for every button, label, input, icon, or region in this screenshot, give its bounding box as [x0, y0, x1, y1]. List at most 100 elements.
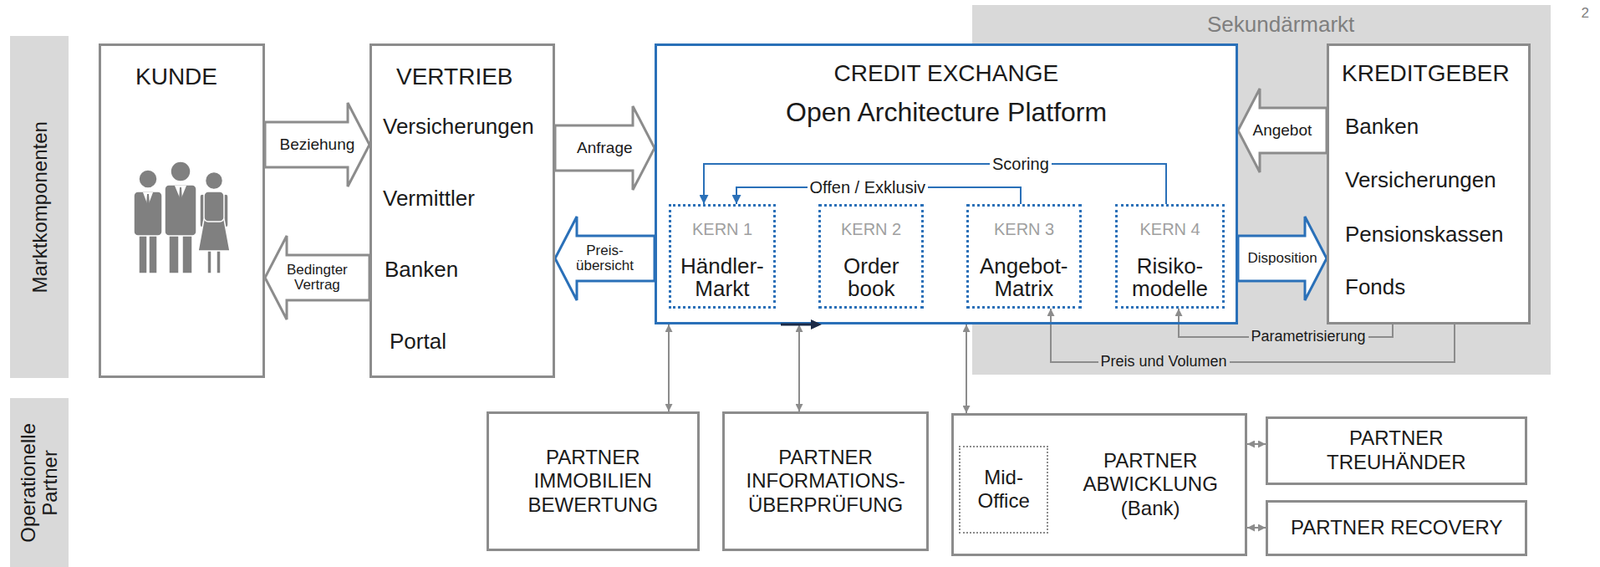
- text-slot: Risiko- modelle: [1131, 254, 1208, 301]
- block-arrow: [264, 235, 370, 320]
- edge-label: Bedingter Vertrag: [284, 262, 351, 294]
- leg: [207, 249, 212, 274]
- market-band-text: Sekundärmarkt: [1207, 12, 1355, 38]
- text-slot: Open Architecture Platform: [785, 96, 1107, 128]
- core-module-text: KERN 4: [1140, 219, 1201, 240]
- text-slot: Händler- Markt: [680, 254, 765, 301]
- sales-box-text: Banken: [384, 257, 459, 283]
- partner-box: PARTNER RECOVERY: [1265, 499, 1528, 556]
- lender-box-fill: [1326, 43, 1531, 325]
- partner-box-text: PARTNER ABWICKLUNG (Bank): [1083, 448, 1218, 521]
- sales-box: VERTRIEBVersicherungenVermittlerBankenPo…: [369, 43, 556, 378]
- text-slot: Angebot- Matrix: [979, 254, 1069, 301]
- text-slot: PARTNER RECOVERY: [1290, 515, 1503, 541]
- block-arrow: [264, 102, 370, 187]
- text-slot: KERN 4: [1140, 219, 1201, 240]
- text-slot: Mid- Office: [978, 465, 1030, 515]
- leg: [182, 233, 193, 274]
- partner-box-text: PARTNER RECOVERY: [1290, 515, 1503, 541]
- label-slot: Beziehung: [277, 136, 358, 154]
- label-slot: Bedingter Vertrag: [284, 262, 351, 294]
- sales-box-text: VERTRIEB: [396, 63, 514, 91]
- lender-box: KREDITGEBERBankenVersicherungenPensionsk…: [1326, 43, 1531, 325]
- core-module-text: KERN 1: [692, 219, 753, 240]
- lender-box-text: Versicherungen: [1345, 168, 1497, 194]
- person-center: [164, 161, 197, 274]
- label-slot: Preis- übersicht: [573, 243, 637, 275]
- text-slot: Fonds: [1345, 275, 1406, 301]
- side-band-text: Marktkomponenten: [27, 121, 51, 293]
- side-band: Marktkomponenten: [10, 35, 69, 378]
- leg: [168, 233, 179, 274]
- partner-box: PARTNER IMMOBILIEN BEWERTUNG: [486, 411, 700, 551]
- side-band-text: Operationelle Partner: [16, 422, 62, 543]
- lender-box-text: KREDITGEBER: [1341, 60, 1510, 87]
- core-module: KERN 1 Händler- Markt: [668, 203, 776, 309]
- label-slot: Disposition: [1245, 250, 1320, 267]
- text-slot: CREDIT EXCHANGE: [834, 60, 1060, 87]
- block-arrow: [1238, 88, 1327, 173]
- text-slot: Versicherungen: [382, 114, 535, 140]
- core-module: KERN 2 Order book: [818, 203, 924, 309]
- leg: [148, 233, 158, 274]
- leg: [138, 233, 148, 274]
- torso: [133, 191, 163, 236]
- platform-box-text: CREDIT EXCHANGE: [834, 60, 1060, 87]
- partner-box: PARTNER TREUHÄNDER: [1265, 416, 1528, 485]
- connector: [965, 324, 968, 413]
- core-module-text: Angebot- Matrix: [979, 254, 1069, 301]
- connector: [667, 324, 670, 412]
- customer-box: KUNDE: [98, 43, 265, 378]
- partner-box: PARTNER ABWICKLUNG (Bank) Mid- Office: [951, 412, 1248, 556]
- text-slot: PARTNER INFORMATIONS- ÜBERPRÜFUNG: [746, 445, 906, 518]
- side-band-fill: [10, 35, 69, 378]
- core-module: KERN 3 Angebot- Matrix: [966, 203, 1082, 309]
- mid-office-box-text: Mid- Office: [978, 465, 1030, 515]
- connector: [798, 324, 800, 412]
- connector: [1247, 443, 1266, 445]
- core-module-text: Order book: [843, 254, 899, 301]
- text-slot: Vermittler: [382, 186, 475, 212]
- partner-box: PARTNER INFORMATIONS- ÜBERPRÜFUNG: [722, 411, 929, 551]
- text-slot: Versicherungen: [1345, 168, 1497, 194]
- block-arrow: [1238, 216, 1327, 301]
- text-slot: Operationelle Partner: [0, 460, 99, 505]
- label-slot: Angebot: [1250, 122, 1315, 140]
- partner-box-text: PARTNER INFORMATIONS- ÜBERPRÜFUNG: [746, 445, 906, 518]
- connector: [1247, 526, 1266, 529]
- flow-marker: [780, 323, 813, 327]
- edge-label: Preis und Volumen: [1098, 353, 1230, 371]
- text-slot: PARTNER ABWICKLUNG (Bank): [1083, 448, 1218, 521]
- text-slot: Order book: [843, 254, 899, 301]
- partner-box-text: PARTNER IMMOBILIEN BEWERTUNG: [528, 445, 659, 518]
- tie: [178, 187, 183, 204]
- skirt: [198, 219, 230, 251]
- sales-box-text: Vermittler: [382, 186, 475, 212]
- edge-label: Angebot: [1250, 122, 1315, 140]
- label-slot: Offen / Exklusiv: [807, 178, 929, 197]
- market-band: SekundärmarktKREDITGEBER BankenVersicheru…: [972, 5, 1551, 375]
- edge-label: Parametrisierung: [1248, 328, 1369, 346]
- sales-box-text: Versicherungen: [382, 114, 535, 140]
- text-slot: Banken: [1345, 114, 1419, 140]
- page-number: 2: [1581, 5, 1590, 22]
- edge-label: Anfrage: [574, 139, 636, 158]
- label-slot: Preis und Volumen: [1098, 353, 1230, 371]
- core-module-text: KERN 3: [993, 219, 1055, 240]
- core-module-text: KERN 2: [840, 219, 902, 240]
- head: [138, 169, 158, 189]
- edge-label: Beziehung: [277, 136, 358, 154]
- label-slot: Scoring: [989, 154, 1052, 174]
- block-arrow: [555, 216, 655, 301]
- side-band-fill: [10, 397, 69, 567]
- head: [205, 172, 224, 190]
- core-module-text: Risiko- modelle: [1131, 254, 1208, 301]
- lender-box-text: Fonds: [1345, 275, 1406, 301]
- core-module-text: Händler- Markt: [680, 254, 765, 301]
- label-slot: Parametrisierung: [1248, 328, 1369, 346]
- edge-label: Disposition: [1245, 250, 1320, 267]
- mid-office-box: Mid- Office: [958, 445, 1049, 534]
- text-slot: KERN 1: [692, 219, 753, 240]
- label-slot: Anfrage: [574, 139, 636, 158]
- torso: [203, 191, 225, 222]
